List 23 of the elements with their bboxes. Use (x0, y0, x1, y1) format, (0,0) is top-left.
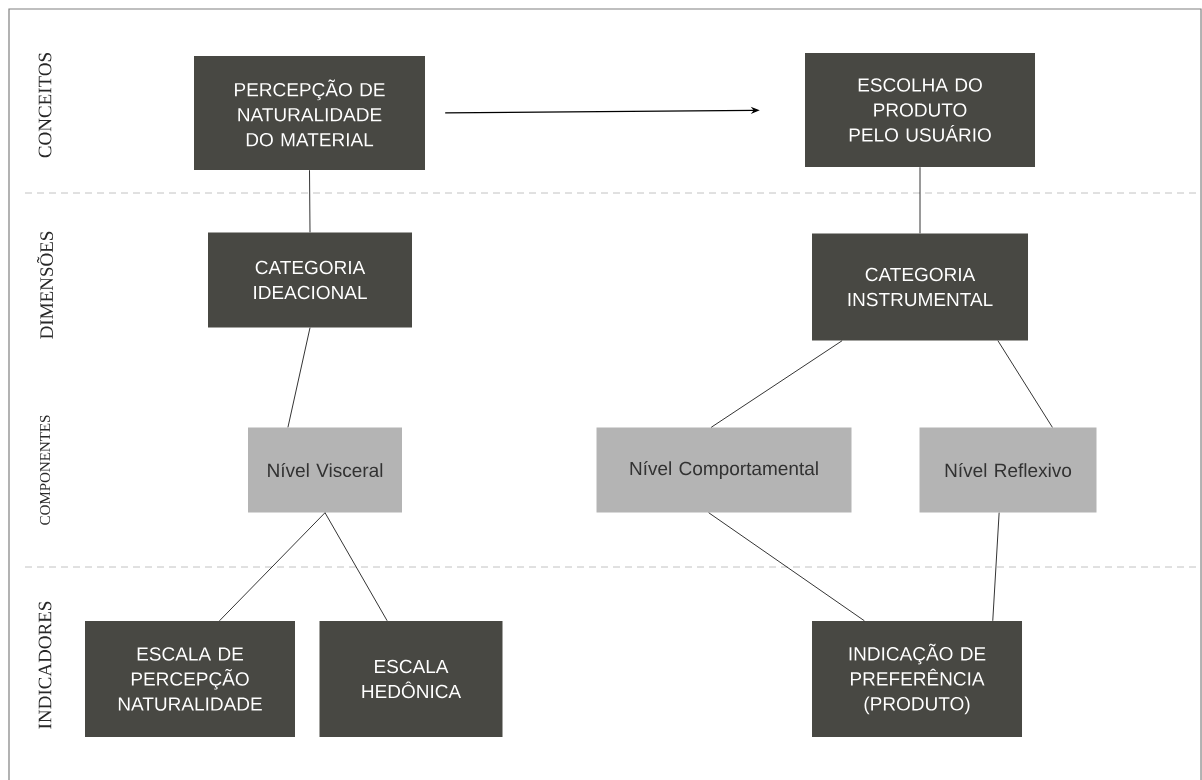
component-box: Nível Visceral (248, 427, 402, 513)
connector-line (324, 512, 388, 622)
connector-line (219, 512, 326, 622)
component-box: Nível Comportamental (596, 427, 852, 513)
concept-box: ESCALA HEDÔNICA (319, 621, 503, 737)
concept-box: CATEGORIA IDEACIONAL (208, 232, 412, 328)
row-label: COMPONENTES (39, 415, 51, 525)
row-label: INDICADORES (38, 601, 52, 729)
concept-box: ESCALA DE PERCEPÇÃO NATURALIDADE (85, 621, 295, 737)
concept-box: ESCOLHA DO PRODUTO PELO USUÁRIO (805, 53, 1035, 167)
row-label: CONCEITOS (38, 53, 52, 158)
component-box: Nível Reflexivo (919, 427, 1097, 513)
row-label: DIMENSÕES (36, 231, 54, 339)
connector-line (997, 340, 1053, 428)
concept-box: PERCEPÇÃO DE NATURALIDADE DO MATERIAL (194, 56, 425, 170)
connector-line (710, 340, 843, 428)
connector-line (992, 512, 1000, 622)
concept-box: CATEGORIA INSTRUMENTAL (812, 233, 1028, 341)
connector-line (708, 512, 865, 622)
connector-line (287, 327, 311, 428)
connector-line (919, 166, 921, 234)
concept-box: INDICAÇÃO DE PREFERÊNCIA (PRODUTO) (812, 621, 1022, 737)
connector-line (309, 169, 311, 233)
